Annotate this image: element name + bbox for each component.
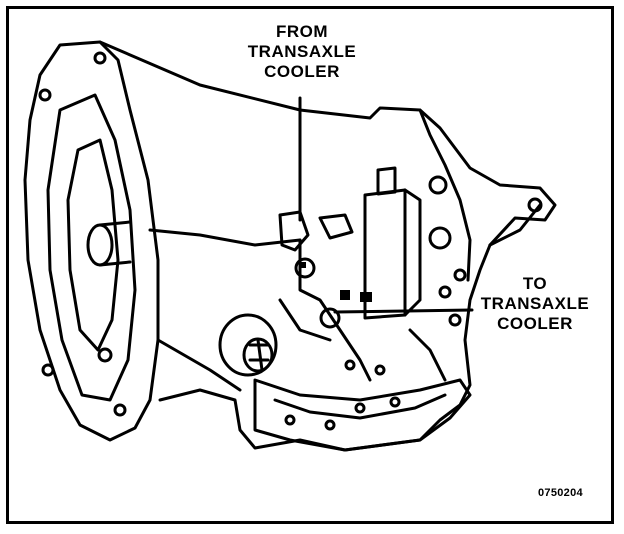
input-shaft	[86, 223, 114, 267]
end-cover	[418, 108, 472, 282]
to-cooler-line-2: TRANSAXLE	[480, 294, 590, 313]
oil-pan	[253, 378, 472, 452]
upper-cooler-fitting	[278, 210, 310, 252]
from-cooler-label: FROM TRANSAXLE COOLER	[232, 22, 372, 82]
figure-code: 0750204	[538, 487, 583, 499]
axle-seal	[218, 313, 278, 377]
to-cooler-line-1: TO	[522, 274, 548, 293]
bell-housing-flange	[23, 40, 160, 442]
from-cooler-line-3: COOLER	[264, 62, 340, 81]
to-cooler-line-3: COOLER	[497, 314, 573, 333]
from-cooler-line-1: FROM	[275, 22, 329, 41]
to-cooler-leader	[333, 308, 474, 314]
lower-cooler-fitting	[319, 307, 341, 329]
from-cooler-line-2: TRANSAXLE	[247, 42, 357, 61]
to-cooler-label: TO TRANSAXLE COOLER	[470, 274, 600, 334]
bell-housing-ring	[46, 93, 137, 402]
transaxle-case	[98, 40, 557, 452]
